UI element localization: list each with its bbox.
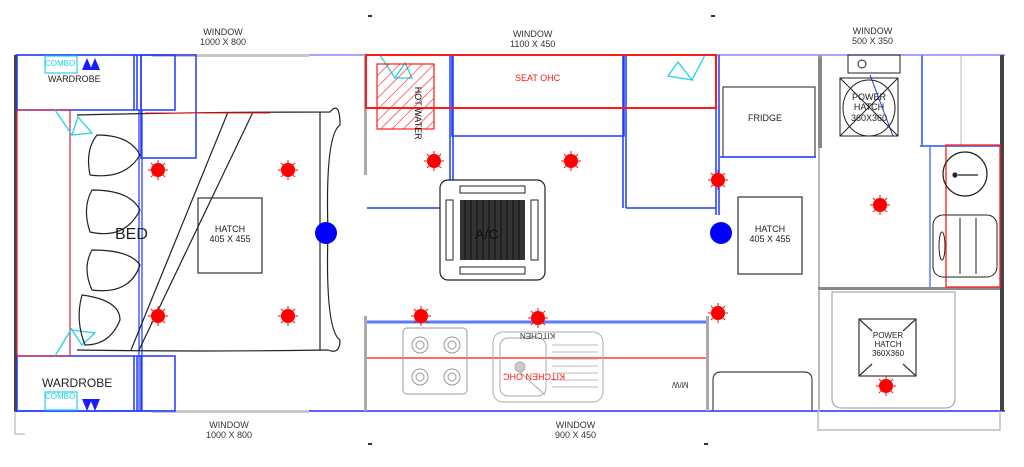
window-strip-top-bed bbox=[152, 54, 309, 57]
wardrobe-bottom-label: WARDROBE bbox=[42, 376, 113, 390]
power-point-icons bbox=[315, 222, 732, 244]
wardrobe-top-label: WARDROBE bbox=[48, 74, 101, 84]
ac-cassette-icon bbox=[439, 179, 546, 281]
bedside-ohc bbox=[16, 109, 71, 357]
window-label-bottom-bed: WINDOW 1000 X 800 bbox=[206, 420, 252, 441]
combo-lock-icon bbox=[44, 391, 100, 411]
door-swing-icon bbox=[54, 327, 97, 357]
downlight-icon bbox=[876, 376, 896, 396]
power-hatch-bottom-box bbox=[831, 291, 956, 409]
combo-label-bottom: COMBO bbox=[45, 392, 76, 401]
hatch-bed bbox=[197, 197, 263, 274]
downlight-icon bbox=[528, 308, 548, 328]
seat-ohc bbox=[365, 54, 717, 109]
window-title: WINDOW bbox=[209, 420, 249, 430]
bathroom bbox=[818, 55, 1001, 290]
fridge bbox=[720, 58, 822, 158]
power-point-icon bbox=[710, 222, 732, 244]
power-hatch-line1: POWER bbox=[851, 92, 886, 102]
window-size: 1000 X 800 bbox=[200, 37, 247, 48]
wardrobe-top bbox=[16, 54, 197, 159]
window-label-top-bath: WINDOW 500 X 350 bbox=[852, 26, 893, 47]
window-size: 900 X 450 bbox=[555, 430, 597, 441]
shower-icon bbox=[932, 214, 998, 278]
hatch-bed-label: HATCH 405 X 455 bbox=[198, 224, 262, 245]
downlight-icon bbox=[708, 303, 728, 323]
power-hatch-line1: POWER bbox=[872, 331, 904, 340]
power-hatch-line2: HATCH bbox=[874, 340, 902, 350]
power-hatch-size: 360X360 bbox=[850, 112, 888, 123]
hot-water-label: HOT WATER bbox=[413, 86, 424, 140]
bed-label: BED bbox=[115, 226, 148, 243]
section-markers bbox=[368, 15, 715, 445]
basin-icon bbox=[942, 151, 988, 197]
kitchen-ohc-label: KITCHEN OHC bbox=[503, 371, 566, 382]
kitchen-label: KITCHEN bbox=[520, 331, 556, 341]
power-hatch-line2: HATCH bbox=[853, 102, 885, 113]
downlight-icon bbox=[708, 170, 728, 190]
downlight-icon bbox=[278, 160, 298, 180]
microwave-label: M/W bbox=[672, 380, 689, 390]
seat-ohc-label: SEAT OHC bbox=[515, 73, 561, 83]
ac-label: A/C bbox=[475, 226, 499, 242]
downlight-icon bbox=[561, 151, 581, 171]
combo-lock-icon bbox=[44, 55, 100, 74]
downlight-icon bbox=[411, 306, 431, 326]
toilet-icon bbox=[839, 54, 901, 137]
window-title: WINDOW bbox=[555, 420, 596, 430]
window-title: WINDOW bbox=[512, 29, 553, 39]
fridge-label: FRIDGE bbox=[748, 113, 783, 123]
bed-partition bbox=[138, 110, 143, 411]
hatch-title: HATCH bbox=[754, 224, 786, 234]
window-size: 500 X 350 bbox=[852, 36, 894, 47]
hatch-size: 405 X 455 bbox=[209, 234, 251, 245]
door-swing-icon bbox=[666, 54, 706, 81]
power-hatch-size: 360X360 bbox=[871, 349, 905, 359]
hot-water-unit bbox=[376, 63, 435, 130]
window-size: 1100 X 450 bbox=[510, 39, 556, 50]
window-size: 1000 X 800 bbox=[206, 430, 253, 441]
window-strip-bottom-bed bbox=[152, 410, 309, 413]
power-point-icon bbox=[315, 222, 337, 244]
downlight-icon bbox=[148, 160, 168, 180]
combo-label-top: COMBO bbox=[45, 59, 76, 68]
window-label-top-seat: WINDOW 1100 X 450 bbox=[510, 29, 555, 50]
downlight-icon bbox=[278, 306, 298, 326]
downlight-icon bbox=[424, 151, 444, 171]
hatch-living bbox=[737, 196, 803, 275]
downlight-icons bbox=[148, 151, 896, 396]
downlight-icon bbox=[870, 195, 890, 215]
door-swing-icon bbox=[54, 109, 94, 136]
hatch-title: HATCH bbox=[214, 224, 246, 234]
cabinet bbox=[712, 371, 813, 411]
window-label-bottom-kitchen: WINDOW 900 X 450 bbox=[555, 420, 596, 441]
hatch-size: 405 X 455 bbox=[749, 234, 791, 245]
window-title: WINDOW bbox=[852, 26, 893, 36]
power-hatch-top-label: POWER HATCH 360X360 bbox=[845, 92, 893, 123]
hatch-living-label: HATCH 405 X 455 bbox=[738, 224, 802, 245]
downlight-icon bbox=[148, 306, 168, 326]
window-title: WINDOW bbox=[203, 27, 243, 37]
power-hatch-bottom-label: POWER HATCH 360X360 bbox=[862, 331, 914, 359]
sink-icon bbox=[492, 331, 604, 403]
wardrobe-bottom bbox=[16, 355, 176, 412]
cooktop-icon bbox=[402, 327, 468, 395]
window-label-top-bed: WINDOW 1000 X 800 bbox=[200, 27, 246, 48]
